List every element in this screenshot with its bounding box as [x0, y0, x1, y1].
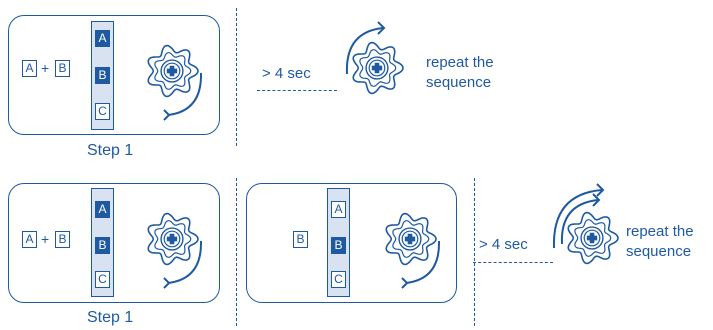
key-b: B — [55, 231, 70, 248]
step2-panel: B A B C — [246, 183, 457, 303]
wait-time-text: > 4 sec — [479, 236, 528, 253]
plus-sign: + — [41, 231, 50, 247]
rotary-knob-icon — [552, 183, 619, 265]
step-label: Step 1 — [87, 142, 134, 159]
column-key-a: A — [95, 30, 110, 47]
repeat-line-2: sequence — [626, 243, 692, 260]
column-key-b: B — [95, 237, 110, 254]
button-column: A B C — [91, 21, 114, 130]
separator-line — [474, 178, 475, 326]
column-key-a: A — [331, 201, 346, 218]
separator-line — [236, 8, 237, 146]
wait-dashes — [473, 262, 553, 263]
button-column: A B C — [327, 188, 350, 297]
column-key-c: C — [95, 103, 110, 120]
rotary-knob-icon — [385, 212, 441, 289]
column-key-a: A — [95, 201, 110, 218]
step1-panel-row1: A + B A B C — [8, 15, 220, 135]
repeat-line-2: sequence — [426, 74, 492, 91]
repeat-instruction: repeat the sequence — [426, 53, 494, 93]
key-b: B — [293, 231, 308, 248]
wait-time-text: > 4 sec — [262, 65, 311, 82]
key-a: A — [22, 231, 37, 248]
repeat-instruction: repeat the sequence — [626, 222, 694, 262]
repeat-line-1: repeat the — [626, 223, 694, 240]
step-label: Step 1 — [87, 309, 134, 326]
repeat-line-1: repeat the — [426, 54, 494, 71]
rotary-knob-icon — [345, 21, 404, 95]
column-key-b: B — [331, 237, 346, 254]
button-column: A B C — [91, 188, 114, 297]
separator-line — [236, 178, 237, 326]
rotary-knob-icon — [147, 44, 203, 121]
plus-sign: + — [41, 60, 50, 76]
rotary-knob-icon — [147, 212, 203, 289]
key-b: B — [55, 60, 70, 77]
column-key-c: C — [331, 271, 346, 288]
step1-panel-row2: A + B A B C — [8, 183, 220, 303]
wait-dashes — [257, 90, 337, 91]
column-key-c: C — [95, 271, 110, 288]
column-key-b: B — [95, 67, 110, 84]
key-a: A — [22, 60, 37, 77]
